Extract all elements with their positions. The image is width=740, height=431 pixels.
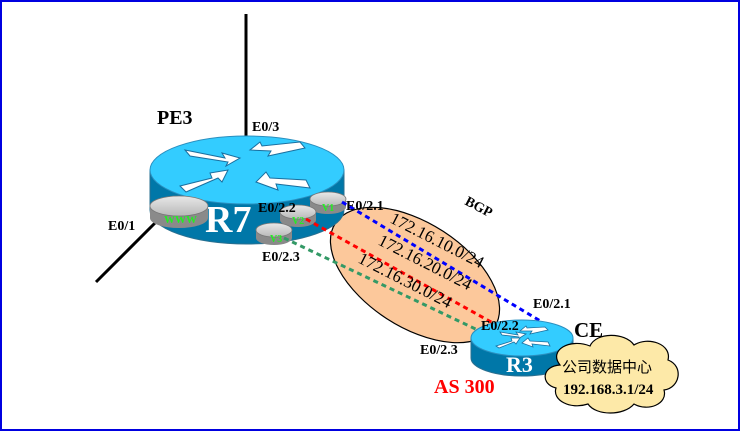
ce-iface-e0-2-3: E0/2.3: [420, 343, 458, 358]
pe-title: PE3: [157, 107, 193, 129]
iface-e0-2-2: E0/2.2: [258, 201, 296, 216]
iface-e0-3: E0/3: [252, 120, 279, 135]
pe-router-r7[interactable]: R7: [149, 135, 345, 245]
link-vrf2: [305, 217, 501, 329]
vrf-label: WWW: [164, 214, 197, 226]
bgp-label: BGP: [462, 194, 495, 221]
vrf-router-v2[interactable]: V2: [279, 204, 317, 227]
as-label: AS 300: [434, 376, 495, 398]
vrf-router-www[interactable]: WWW: [149, 195, 209, 228]
router-arrows-icon: [179, 141, 311, 193]
vrf-label: V1: [322, 203, 334, 214]
iface-e0-1: E0/1: [108, 219, 135, 234]
cloud-title: 公司数据中心: [562, 358, 652, 376]
vrf-router-v1[interactable]: V1: [309, 191, 347, 214]
link-e0-1: [94, 216, 162, 284]
ce-iface-e0-2-2: E0/2.2: [481, 319, 519, 334]
iface-e0-2-1: E0/2.1: [346, 199, 384, 214]
cloud-subnet: 192.168.3.1/24: [563, 382, 654, 398]
link-vrf3: [283, 236, 485, 335]
router-arrows-icon: [495, 325, 551, 349]
vrf-router-v3[interactable]: V3: [255, 222, 293, 245]
ce-title: CE: [574, 318, 603, 342]
ce-iface-e0-2-1: E0/2.1: [533, 297, 571, 312]
iface-e0-2-3: E0/2.3: [262, 250, 300, 265]
vrf-label: V3: [270, 234, 282, 245]
ce-router-r3[interactable]: R3: [470, 319, 574, 377]
router-name: R7: [205, 199, 251, 241]
link-vrf1: [341, 200, 543, 324]
vrf-label: V2: [292, 216, 304, 227]
datacenter-cloud[interactable]: 公司数据中心 192.168.3.1/24: [544, 334, 679, 414]
router-name: R3: [506, 352, 533, 377]
